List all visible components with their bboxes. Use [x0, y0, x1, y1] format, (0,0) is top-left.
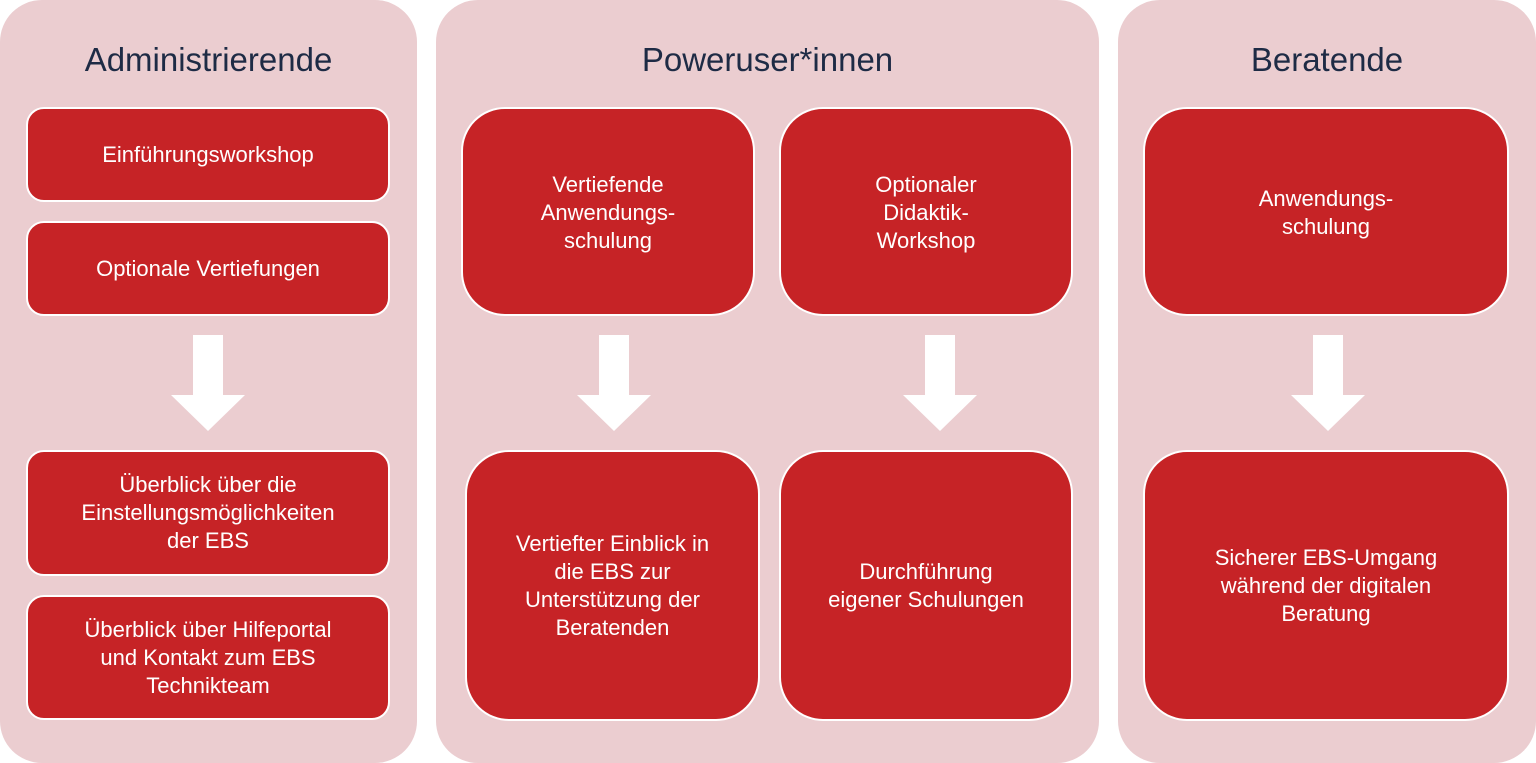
column-beratende: Beratende Anwendungs- schulung Sicherer …: [1118, 0, 1536, 763]
outcome-box-einstellungsmoeglichkeiten: Überblick über die Einstellungsmöglichke…: [26, 450, 390, 576]
column-title: Beratende: [1250, 41, 1404, 78]
down-arrow-icon: [1291, 335, 1365, 431]
column-poweruser: Poweruser*innen Vertiefende Anwendungs- …: [436, 0, 1099, 763]
training-box-optionale-vertiefungen: Optionale Vertiefungen: [26, 221, 390, 316]
column-administrierende: Administrierende Einführungsworkshop Opt…: [0, 0, 417, 763]
training-box-anwendungsschulung: Anwendungs- schulung: [1143, 107, 1509, 316]
down-arrow-icon: [171, 335, 245, 431]
down-arrow-icon: [577, 335, 651, 431]
training-box-einfuehrungsworkshop: Einführungsworkshop: [26, 107, 390, 202]
down-arrow-icon: [903, 335, 977, 431]
training-box-vertiefende-anwendungsschulung: Vertiefende Anwendungs- schulung: [461, 107, 755, 316]
outcome-box-sicherer-ebs-umgang: Sicherer EBS-Umgang während der digitale…: [1143, 450, 1509, 721]
training-box-didaktik-workshop: Optionaler Didaktik- Workshop: [779, 107, 1073, 316]
column-title: Poweruser*innen: [641, 41, 894, 78]
outcome-box-vertiefter-einblick: Vertiefter Einblick in die EBS zur Unter…: [465, 450, 760, 721]
outcome-box-eigene-schulungen: Durchführung eigener Schulungen: [779, 450, 1073, 721]
column-title: Administrierende: [84, 41, 333, 78]
outcome-box-hilfeportal: Überblick über Hilfeportal und Kontakt z…: [26, 595, 390, 720]
